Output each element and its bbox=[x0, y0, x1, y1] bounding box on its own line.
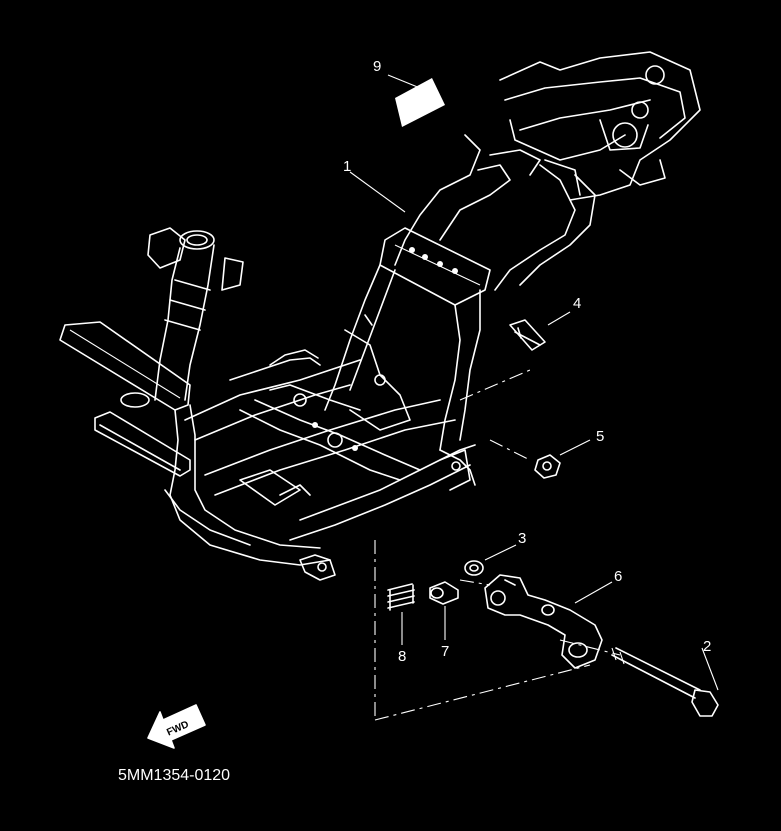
part-2-long-bolt bbox=[611, 647, 719, 717]
callout-2: 2 bbox=[703, 638, 711, 655]
callout-5: 5 bbox=[596, 428, 604, 445]
part-5-nut bbox=[534, 439, 591, 479]
callout-8: 8 bbox=[398, 648, 406, 665]
part-8-spring bbox=[387, 583, 415, 645]
part-6-bracket bbox=[484, 574, 613, 669]
callout-4: 4 bbox=[573, 295, 581, 312]
alignment-lines bbox=[374, 369, 621, 721]
callout-7: 7 bbox=[441, 643, 449, 660]
part-7-collar bbox=[429, 581, 459, 640]
part-4-bolt bbox=[509, 311, 571, 351]
callout-9: 9 bbox=[373, 58, 381, 75]
part-9-decal bbox=[387, 74, 445, 127]
part-3-washer bbox=[464, 544, 517, 576]
callout-3: 3 bbox=[518, 530, 526, 547]
part-code: 5MM1354-0120 bbox=[118, 767, 230, 784]
callout-6: 6 bbox=[614, 568, 622, 585]
fwd-arrow-icon: FWD bbox=[147, 704, 206, 749]
main-frame bbox=[59, 51, 701, 581]
leader-1 bbox=[349, 171, 406, 213]
callout-1: 1 bbox=[343, 158, 351, 175]
